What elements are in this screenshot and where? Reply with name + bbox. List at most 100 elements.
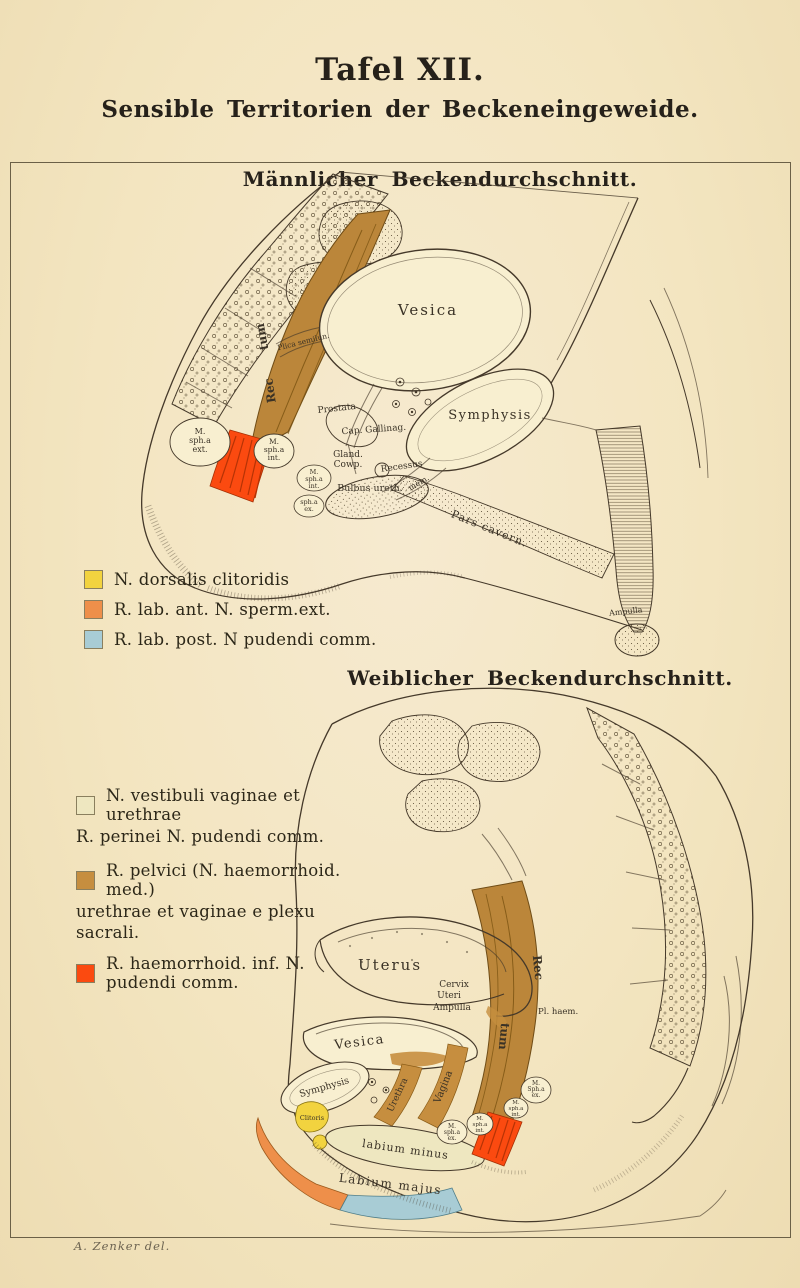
male-sphincter-ext-label: sph.a: [189, 436, 211, 445]
legend-label: N. dorsalis clitoridis: [114, 570, 290, 589]
male-hair-fringe-perineum: [206, 583, 341, 602]
female-sphincter-right-ex-label: ex.: [532, 1092, 541, 1099]
male-cowp-label: Cowp.: [334, 460, 363, 470]
male-hair-fringe-scrotum: [389, 570, 465, 579]
yellow-swatch: [84, 570, 103, 589]
male-ampulla-label: Ampulla: [608, 605, 644, 618]
female-clitoris-label: Clitoris: [300, 1114, 324, 1122]
female-labium-majus-posterior: [339, 1187, 463, 1220]
female-sphincter-left-ex-label: sph.a: [444, 1129, 461, 1136]
male-sphincter-int-label: sph.a: [264, 445, 285, 454]
female-uterus-label: Uterus: [358, 956, 422, 974]
male-prostata-label: Prostata: [317, 402, 357, 416]
female-sphincter-right-ex-outline: [520, 1076, 552, 1104]
female-cervix-label: Cervix: [439, 980, 469, 990]
female-rectum-fold: [474, 893, 499, 1127]
female-sphincter-right-int-label: M.: [512, 1100, 520, 1106]
male-rectum-label-upper: tum: [253, 322, 272, 351]
red-swatch: [76, 963, 95, 983]
female-sacrum-joint: [601, 763, 641, 785]
blue-swatch: [84, 630, 103, 649]
male-sphincter-int2-label: sph.a: [305, 475, 323, 483]
female-urethra-region: [373, 1063, 423, 1127]
male-recessus-label: Recessus: [380, 459, 423, 475]
male-rectum-label-lower: Rec: [261, 377, 278, 404]
female-gluteal-line: [711, 975, 730, 1107]
female-sphincter-left-ex-outline: [436, 1119, 468, 1145]
male-sphincter-ext-outline: [169, 417, 231, 467]
tan-swatch: [76, 870, 95, 890]
female-section-heading: Weiblicher Beckendurchschnitt.: [347, 666, 733, 690]
male-sphincter-ext-label: ext.: [192, 445, 207, 454]
male-legend: N. dorsalis clitoridis R. lab. ant. N. s…: [84, 570, 376, 660]
female-rectum-label-upper: Rec: [530, 954, 547, 980]
male-perineum-contour: [194, 571, 466, 600]
male-symphysis-bone: [405, 368, 555, 472]
female-uterus-upper-wall: [319, 916, 533, 1017]
male-section-heading: Männlicher Beckendurchschnitt.: [242, 167, 638, 191]
legend-item-haemorrhoid: R. haemorrhoid. inf. N. pudendi comm.: [76, 954, 376, 992]
female-labium-majus-anterior: [255, 1116, 349, 1211]
female-sphincter-right-int-label: sph.a: [509, 1106, 525, 1112]
male-pelvis-figure: M. sph.a ext. M. sph.a int. M. sph.a int…: [141, 171, 709, 657]
female-back-contour: [697, 775, 754, 1135]
male-penis-shaft: [595, 425, 654, 633]
male-lower-right-contour: [464, 577, 643, 631]
female-sphincter-left-int-outline: [466, 1112, 494, 1136]
female-sacrum-bone: [586, 706, 707, 1067]
female-sphincter-right-ex-label: M.: [532, 1080, 540, 1087]
male-sphincter-ext-label: M.: [195, 427, 206, 436]
female-sphincter-left-int-label: sph.a: [473, 1122, 489, 1128]
male-prostate-outline: [325, 404, 379, 448]
female-rectum-label-lower: tum: [496, 1022, 512, 1050]
female-uterus-cavity: [337, 928, 507, 973]
male-sphincter-ex2-label: sph.a: [300, 498, 318, 506]
female-hair-fringe-buttock: [592, 1114, 685, 1193]
female-sacrum-joint: [625, 871, 665, 881]
male-sphincter-int2-label: int.: [309, 482, 320, 490]
legend-label: N. vestibuli vaginae et urethrae: [106, 786, 301, 824]
male-sphincter-int-label: M.: [269, 437, 279, 446]
male-urethra-neck: [345, 383, 375, 447]
legend-item-lab-post: R. lab. post. N pudendi comm.: [84, 630, 376, 649]
male-sphincter-int-outline: [253, 433, 295, 469]
female-sigmoid-line: [481, 833, 513, 881]
female-intestine-coil: [379, 714, 469, 776]
female-labium-majus-label: Labium majus: [338, 1171, 443, 1198]
male-sacrum-joint-3: [201, 347, 249, 377]
female-uterus-fundus: [314, 939, 325, 973]
legend-label: R. haemorrhoid. inf. N. pudendi comm.: [106, 954, 305, 992]
female-intestine-coil: [405, 778, 481, 833]
female-pl-haem-label: Pl. haem.: [538, 1007, 578, 1017]
male-membranous-urethra: [347, 443, 357, 475]
male-abdomen-inner-line: [556, 201, 630, 361]
female-front-contour: [287, 723, 333, 1113]
female-pelvis-figure: M. sph.a ex. M. sph.a int. M. Sph.a ex. …: [255, 687, 754, 1233]
legend-item-pelvici: R. pelvici (N. haemorrhoid. med.): [76, 861, 376, 899]
orange-swatch: [84, 600, 103, 619]
male-rectum-fold: [275, 229, 363, 433]
female-fornix-tan: [486, 1006, 509, 1032]
male-thigh-line-2: [663, 287, 709, 479]
female-hair-fringe-anus: [471, 1160, 527, 1175]
male-abdomen-contour: [536, 197, 639, 411]
female-sacrum-joint: [629, 979, 669, 985]
male-pars-cavernosa: [391, 475, 615, 579]
male-sphincter-ex2-label: ex.: [304, 505, 314, 513]
female-bladder-inner-line: [315, 1022, 464, 1054]
female-ground-squiggle: [329, 1189, 727, 1233]
legend-label: R. lab. ant. N. sperm.ext.: [114, 600, 331, 619]
male-urethra-neck: [353, 387, 383, 449]
female-rectum-fold: [487, 895, 515, 1131]
legend-item-dorsalis-clitoridis: N. dorsalis clitoridis: [84, 570, 376, 589]
male-bladder-shape: [318, 248, 532, 392]
female-sphincter-left-int-label: int.: [475, 1128, 485, 1134]
female-sphincter-left-int-label: M.: [476, 1116, 484, 1122]
male-rectum-fold: [287, 223, 377, 435]
female-intestine-coil: [457, 722, 541, 782]
male-vessel-dots: [392, 377, 432, 416]
artist-signature: A. Zenker del.: [74, 1239, 171, 1253]
female-sphincter-left-ex-label: M.: [448, 1123, 456, 1130]
plate-subtitle: Sensible Territorien der Beckeneingeweid…: [101, 96, 699, 123]
